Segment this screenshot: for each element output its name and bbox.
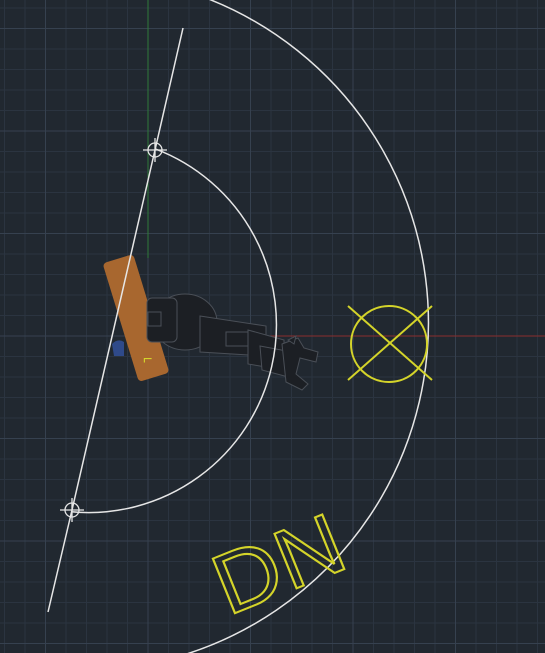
crosshair-marker-bottom[interactable] bbox=[60, 498, 84, 522]
robot-base-plate bbox=[103, 255, 169, 381]
workspace-edge-top[interactable] bbox=[154, 27, 184, 151]
target-symbol[interactable] bbox=[347, 305, 433, 383]
robot-arm[interactable]: ⌐ bbox=[103, 254, 319, 391]
workspace-edge-bottom[interactable] bbox=[47, 509, 73, 613]
robot-arm-links bbox=[146, 293, 319, 391]
workspace-inner-arc[interactable] bbox=[71, 148, 278, 514]
robot-cable-mount bbox=[112, 340, 124, 356]
workspace-edge-left[interactable] bbox=[71, 149, 156, 511]
crosshair-marker-top[interactable] bbox=[143, 138, 167, 162]
robot-small-mark: ⌐ bbox=[143, 351, 152, 368]
